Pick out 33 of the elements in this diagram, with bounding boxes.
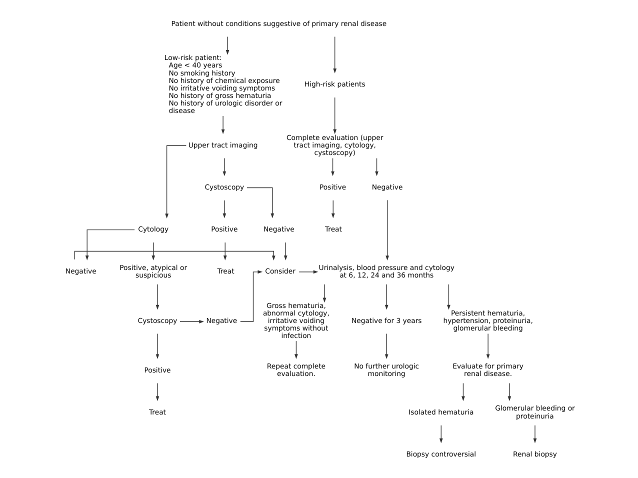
arrow bbox=[246, 186, 274, 218]
arrow bbox=[155, 332, 159, 359]
arrow bbox=[461, 382, 464, 401]
arrow bbox=[294, 340, 298, 358]
arrow bbox=[438, 424, 442, 443]
arrow bbox=[222, 200, 226, 218]
arrow bbox=[164, 144, 186, 218]
arrow bbox=[179, 319, 204, 323]
arrow bbox=[374, 157, 378, 176]
arrow bbox=[155, 284, 159, 310]
arrow bbox=[74, 250, 275, 260]
arrow bbox=[446, 284, 450, 310]
arrow bbox=[332, 36, 336, 73]
arrow bbox=[330, 200, 334, 218]
arrow bbox=[84, 229, 134, 260]
arrow bbox=[384, 332, 388, 359]
arrow bbox=[330, 157, 334, 176]
arrow bbox=[222, 242, 226, 260]
arrow bbox=[225, 36, 229, 54]
arrow bbox=[322, 284, 326, 302]
arrow bbox=[507, 382, 511, 401]
arrow bbox=[332, 96, 336, 134]
arrow bbox=[298, 270, 318, 274]
arrow bbox=[151, 242, 155, 260]
arrow bbox=[155, 382, 159, 401]
arrow bbox=[222, 157, 226, 176]
arrow bbox=[283, 242, 287, 260]
arrow bbox=[384, 284, 388, 310]
arrow bbox=[486, 332, 490, 359]
arrow bbox=[385, 199, 388, 260]
arrow bbox=[532, 424, 536, 443]
arrow bbox=[220, 115, 224, 134]
arrow bbox=[240, 270, 262, 322]
